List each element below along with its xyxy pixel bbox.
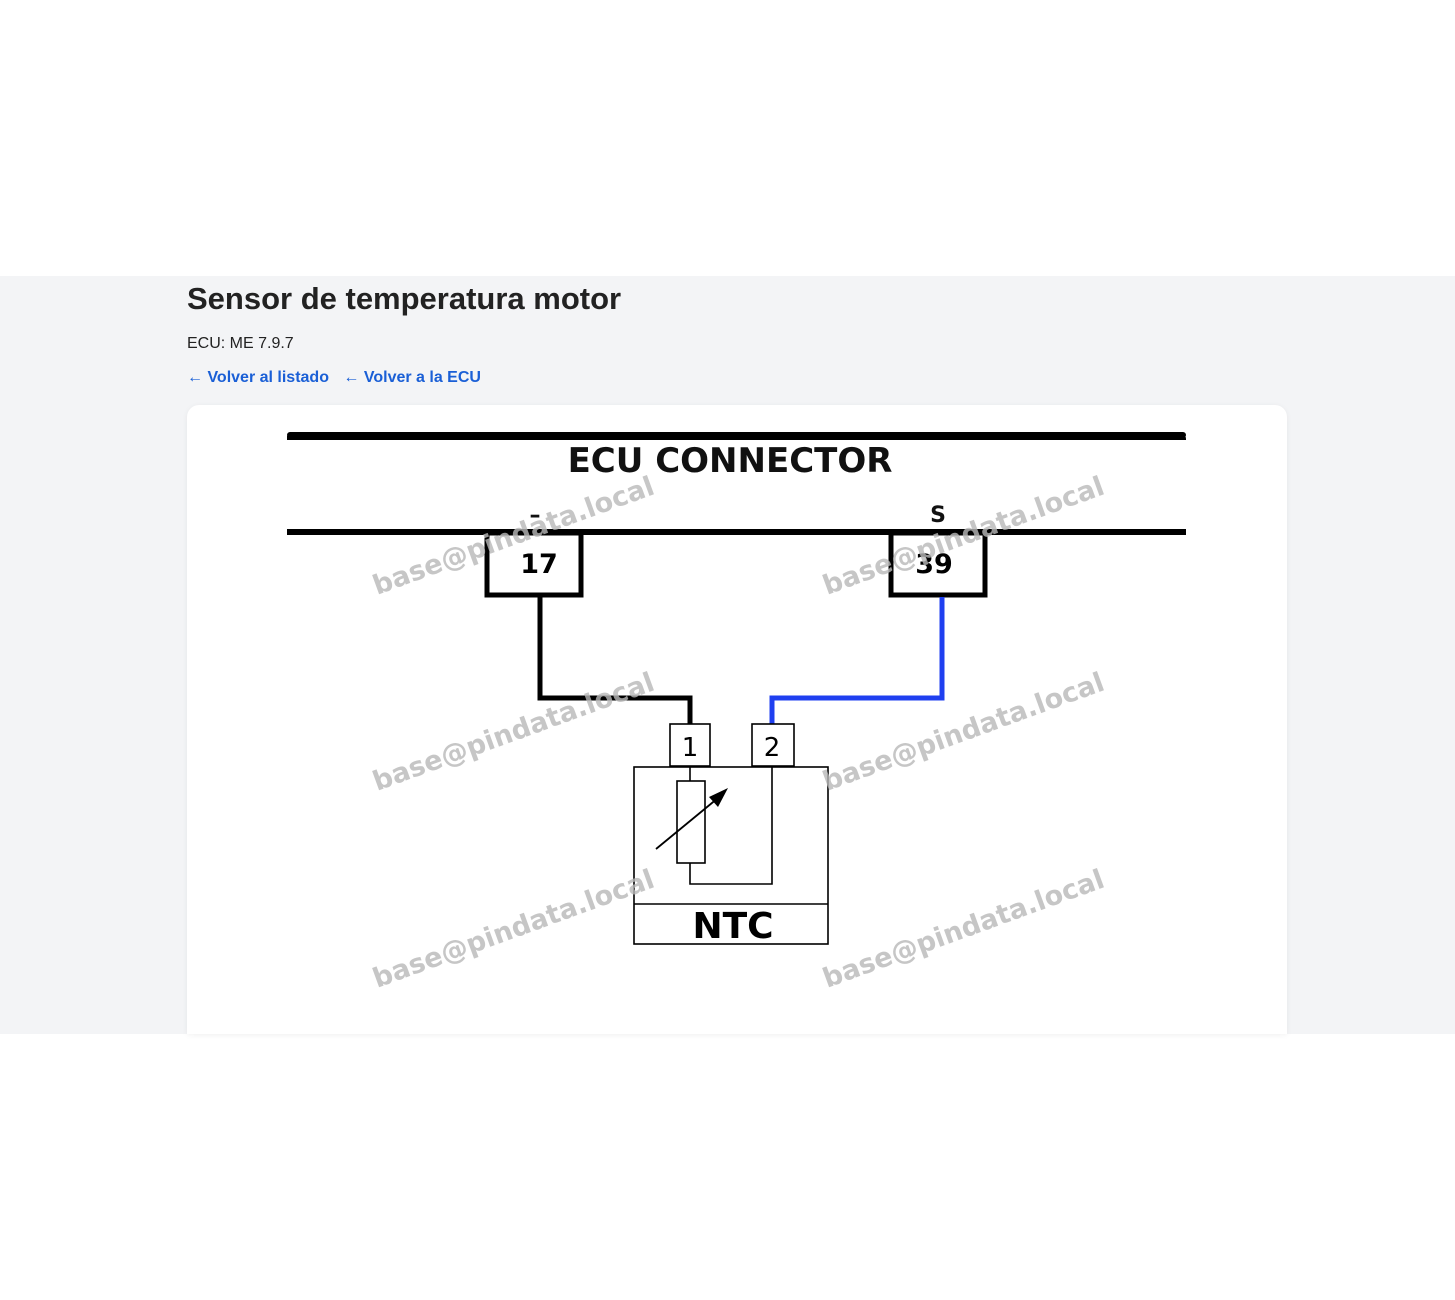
- watermark-text: base@pindata.local: [819, 667, 1109, 798]
- watermark-text: base@pindata.local: [369, 864, 659, 995]
- pin-number-39: 39: [915, 549, 953, 580]
- watermark-text: base@pindata.local: [369, 667, 659, 798]
- terminal-1-label: 1: [682, 733, 699, 763]
- ground-wire: [537, 597, 693, 725]
- terminal-2-box: [751, 723, 795, 767]
- back-to-ecu-link[interactable]: ← Volver a la ECU: [343, 369, 481, 386]
- wiring-diagram: ECU CONNECTOR – S 17 39 1 2 NTC base@pin…: [287, 432, 1186, 995]
- terminal-2-label: 2: [764, 733, 781, 763]
- watermark-text: base@pindata.local: [819, 864, 1109, 995]
- variable-arrow-line: [655, 797, 719, 850]
- ecu-info: ECU: ME 7.9.7: [187, 335, 294, 352]
- variable-arrow-head: [709, 788, 728, 807]
- connector-top-border: [287, 432, 1186, 438]
- pin-signal-ground: –: [530, 503, 541, 528]
- pin-box-39: [888, 530, 988, 598]
- connector-bottom-line: [287, 529, 1186, 535]
- pin-number-17: 17: [520, 549, 558, 580]
- ntc-label: NTC: [692, 906, 773, 947]
- ntc-sensor-body: [633, 766, 829, 945]
- page-title: Sensor de temperatura motor: [187, 281, 622, 316]
- thermistor-resistor: [676, 780, 706, 864]
- signal-wire: [769, 597, 945, 725]
- internal-return-wire: [689, 766, 773, 885]
- diagram-card: ECU CONNECTOR – S 17 39 1 2 NTC base@pin…: [187, 405, 1287, 1034]
- nav-links: ← Volver al listado ← Volver a la ECU: [187, 369, 491, 387]
- connector-label: ECU CONNECTOR: [568, 441, 893, 481]
- pin-box-17: [484, 530, 584, 598]
- pin-signal-s: S: [930, 503, 946, 528]
- back-to-list-link[interactable]: ← Volver al listado: [187, 369, 329, 386]
